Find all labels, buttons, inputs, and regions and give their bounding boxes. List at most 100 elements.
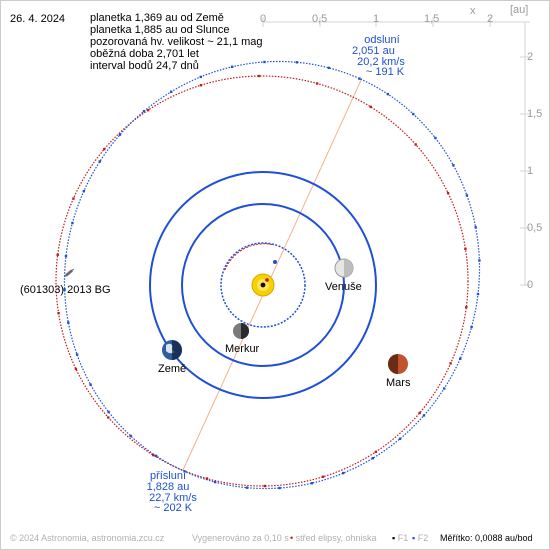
- asteroid-orbit-point: [476, 292, 480, 296]
- legend-f2-text: F2: [417, 533, 429, 543]
- x-tick-2: 2: [487, 13, 494, 25]
- asteroid-orbit-point: [75, 353, 79, 356]
- mars-orbit-point: [465, 306, 468, 309]
- asteroid-orbit-point: [434, 136, 437, 140]
- asteroid-orbit-point: [107, 410, 110, 414]
- asteroid-orbit-point: [342, 471, 345, 475]
- mars-orbit-point: [107, 416, 110, 419]
- mars-orbit-point: [315, 82, 319, 85]
- mars-orbit: [55, 75, 469, 487]
- mars-label: Mars: [386, 377, 411, 389]
- x-tick-0: 0: [260, 13, 267, 25]
- aphelion-temp: ~ 191 K: [365, 66, 405, 78]
- mars-orbit-point: [56, 253, 59, 256]
- mars-orbit-point: [57, 312, 60, 315]
- legend-center: • střed elipsy, ohniska: [290, 533, 377, 543]
- mars-orbit-point: [418, 411, 421, 415]
- aphelion-distance: 2,051 au: [352, 45, 395, 57]
- asteroid-orbit-point: [63, 288, 66, 291]
- earth-icon: [162, 340, 182, 360]
- asteroid-orbit-point: [474, 226, 477, 229]
- asteroid-orbit-point: [98, 160, 101, 163]
- asteroid-orbit-point: [412, 112, 415, 116]
- scale-label: Měřítko: 0,0088 au/bod: [440, 533, 533, 543]
- mars-orbit-point: [374, 450, 378, 453]
- y-tick-0: 0: [527, 279, 534, 291]
- asteroid-orbit-point: [213, 480, 217, 484]
- asteroid-orbit-point: [470, 325, 473, 329]
- mars-orbit-point: [74, 367, 78, 371]
- y-tick-1-5: 1,5: [527, 108, 543, 120]
- asteroid-orbit-point: [118, 133, 122, 136]
- info-point-interval: interval bodů 24,7 dnů: [90, 60, 199, 72]
- legend-f1: ▪ F1: [392, 533, 408, 543]
- copyright-link[interactable]: © 2024 Astronomia, astronomia.zcu.cz: [10, 533, 165, 543]
- asteroid-orbit-point: [478, 259, 481, 262]
- mars-orbit-point: [72, 197, 75, 200]
- venus-label: Venuše: [325, 281, 362, 293]
- earth-label: Země: [158, 363, 187, 375]
- asteroid-orbit-point: [358, 77, 361, 80]
- mars-orbit-point: [464, 247, 467, 250]
- asteroid-icon: [64, 268, 74, 278]
- legend-center-text: střed elipsy, ohniska: [295, 533, 377, 543]
- asteroid-orbit-point: [422, 414, 426, 417]
- perihelion-temp: ~ 202 K: [153, 502, 193, 514]
- mercury-orbit-arc: [224, 243, 275, 271]
- mars-orbit-point: [103, 147, 106, 151]
- y-tick-1: 1: [527, 165, 534, 177]
- mars-orbit-point: [263, 484, 267, 488]
- info-panel: planetka 1,369 au od Země planetka 1,885…: [90, 12, 263, 72]
- asteroid-orbit-point: [142, 110, 146, 113]
- asteroid-orbit-point: [71, 221, 74, 225]
- asteroid-orbit-point: [459, 357, 462, 360]
- asteroid-orbit-point: [386, 92, 389, 96]
- venus-icon: [334, 258, 354, 278]
- asteroid-orbit-point: [230, 65, 234, 68]
- mercury-icon: [233, 323, 249, 339]
- earth-orbit: [149, 171, 377, 399]
- perihelion-distance: 1,828 au: [146, 481, 190, 493]
- y-tick-0-5: 0,5: [527, 222, 543, 234]
- legend-f1-text: F1: [397, 533, 409, 543]
- aphelion-title: odsluní: [364, 34, 400, 46]
- orbit-center-marker: [265, 278, 269, 282]
- perihelion-title: přísluní: [149, 470, 187, 482]
- info-magnitude: pozorovaná hv. velikost ~ 21,1 mag: [90, 36, 263, 48]
- x-tick-1-5: 1,5: [424, 13, 440, 25]
- asteroid-orbit-point: [245, 486, 249, 489]
- info-sun-distance: planetka 1,885 au od Slunce: [90, 24, 230, 36]
- mars-orbit-point: [321, 475, 325, 478]
- asteroid-orbit-point: [199, 75, 202, 79]
- info-period: oběžná doba 2,701 let: [90, 48, 199, 60]
- asteroid-orbit-point: [465, 194, 469, 197]
- asteroid-orbit-point: [310, 482, 314, 485]
- asteroid-orbit-point: [89, 383, 92, 386]
- asteroid-orbit-point: [155, 454, 158, 458]
- mars-orbit-point: [449, 362, 452, 365]
- sun-icon: [251, 273, 275, 297]
- asteroid-orbit-point: [452, 164, 455, 167]
- y-tick-2: 2: [527, 51, 534, 63]
- mars-orbit-point: [152, 453, 155, 457]
- asteroid-orbit-point: [183, 470, 186, 473]
- mars-orbit-point: [205, 477, 209, 480]
- mercury-orbit: [220, 242, 306, 328]
- venus-orbit: [181, 203, 345, 367]
- apsides-line: [182, 77, 363, 471]
- asteroid-orbit-points: [63, 60, 481, 490]
- asteroid-orbit-point: [170, 90, 173, 93]
- x-tick-1: 1: [373, 13, 380, 25]
- focus-f2-marker: [273, 260, 277, 264]
- perihelion-speed: 22,7 km/s: [149, 492, 197, 504]
- asteroid-orbit-point: [327, 66, 331, 70]
- axes-grid: [262, 17, 530, 286]
- mars-orbit-point: [369, 105, 372, 109]
- asteroid-orbit-point: [67, 321, 70, 324]
- info-earth-distance: planetka 1,369 au od Země: [90, 12, 224, 24]
- black-square-icon: ▪: [392, 533, 396, 543]
- asteroid-orbit-point: [443, 387, 446, 390]
- x-tick-0-5: 0,5: [312, 13, 328, 25]
